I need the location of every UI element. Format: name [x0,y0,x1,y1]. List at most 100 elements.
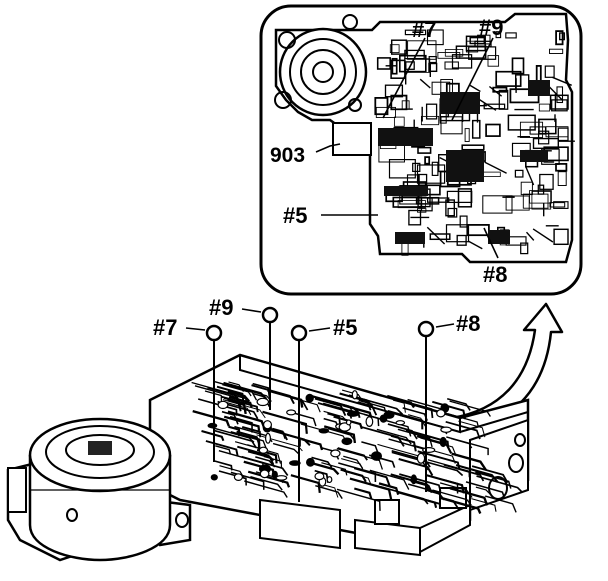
channel-port [217,400,229,410]
channel-wall [327,427,355,440]
channel-wall [308,461,340,476]
inset-passage [553,201,569,209]
inset-leader-8 [483,227,499,259]
channel-wall [323,410,348,422]
check-ball-5 [290,324,308,342]
inset-passage [549,48,564,54]
channel-wall [357,401,378,416]
inset-passage [505,32,517,39]
inset-passage [428,55,437,64]
channel-wall [343,455,364,469]
channel-wall [247,435,261,450]
channel-wall [485,495,517,513]
flange-tab [7,467,27,513]
channel-port [210,474,218,481]
channel-wall [408,414,426,427]
inset-passage [390,39,408,55]
inset-passage [469,36,486,45]
inset-passage [440,116,463,135]
channel-wall [332,400,355,414]
channel-wall [228,381,244,393]
inset-label-903: 903 [270,144,305,167]
inset-bolt-hole [342,14,358,30]
channel-port [341,437,353,446]
inset-passage [532,137,559,149]
label-5: #5 [333,315,357,340]
inset-passage [461,144,485,151]
channel-wall [475,486,492,496]
channel-port [410,474,417,485]
channel-wall [270,429,311,447]
channel-wall [272,427,286,439]
inset-dark-channel [384,186,428,196]
channel-wall [449,487,489,506]
inset-dark-channel [378,128,433,146]
label-tick-7 [185,327,206,331]
channel-wall [458,420,486,438]
inset-passage [474,40,492,48]
inset-label-9: #9 [479,15,503,40]
channel-wall [272,442,300,456]
channel-wall [387,423,418,440]
inset-passage [549,202,566,208]
inset-bolt-hole [348,98,362,112]
channel-wall [223,415,261,431]
channel-wall [398,399,434,419]
channel-wall [205,440,239,456]
channel-port [351,390,358,400]
channel-port [306,457,315,467]
inset-dark-channel [446,150,484,182]
inset-label-8: #8 [483,262,507,287]
channel-wall [230,431,267,449]
channel-port [346,411,359,417]
valve-body-step [259,498,341,550]
label-tick-5 [308,327,331,332]
valve-body-step [419,503,471,554]
inset-passage [520,181,533,196]
channel-port [365,416,374,428]
inset-passage [456,234,467,246]
channel-wall [214,429,257,449]
inset-passage [555,163,568,172]
inset-dark-channel [528,80,550,96]
inset-bolt-hole [274,91,292,109]
inset-part-903 [332,122,372,156]
channel-wall [405,429,450,446]
accumulator-center-hub [88,441,112,455]
channel-port [271,470,278,479]
channel-wall [392,399,406,413]
channel-port [265,432,272,444]
inset-passage-line [532,228,554,243]
valve-body-assembly: #7 #9 #5 #8 [6,295,530,562]
inset-passage [415,196,440,205]
channel-wall [451,452,487,471]
inset-passage [451,54,473,69]
inset-passage [487,55,500,67]
channel-wall [320,483,339,498]
inset-passage-line [525,231,535,241]
inset-passage [445,224,470,243]
inset-accumulator-ring [289,38,357,106]
inset-passage-line [419,78,431,89]
inset-passage [398,54,427,73]
check-ball-7 [205,324,223,342]
channel-wall [432,489,472,506]
inset-label-7: #7 [412,17,436,42]
channel-wall [323,425,357,444]
inset-passage [431,161,439,176]
inset-passage [471,119,481,139]
inset-passage [557,171,567,186]
channel-wall [244,480,288,498]
channel-port [233,473,243,482]
inset-passage [425,103,438,120]
label-tick-8 [435,323,455,328]
inset-passage [424,156,431,165]
channel-wall [201,430,225,442]
channel-port [345,419,352,426]
channel-wall [236,430,261,445]
channel-wall [475,471,512,489]
inset-passage [464,128,470,142]
inset-passage [520,242,529,255]
channel-wall [360,425,405,447]
inset-accumulator-center [312,61,334,83]
